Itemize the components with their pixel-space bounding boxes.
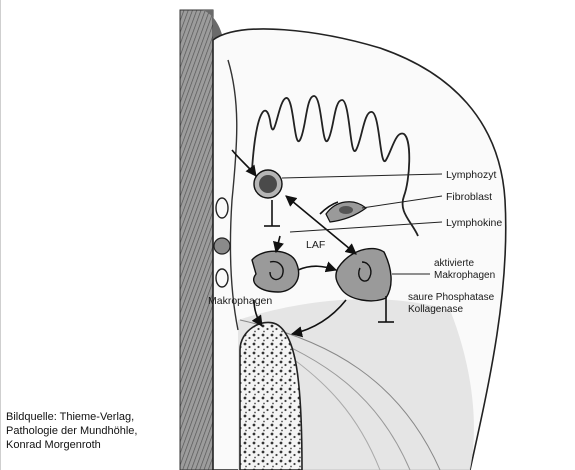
image-source-caption: Bildquelle: Thieme-Verlag, Pathologie de…	[6, 410, 186, 452]
caption-line-2: Pathologie der Mundhöhle,	[6, 424, 186, 438]
label-lymphozyt: Lymphozyt	[446, 169, 496, 181]
caption-line-1: Bildquelle: Thieme-Verlag,	[6, 410, 186, 424]
macrophage-cell	[252, 251, 299, 292]
label-laf: LAF	[306, 239, 325, 251]
label-makrophagen: Makrophagen	[208, 295, 272, 307]
label-fibroblast: Fibroblast	[446, 191, 492, 203]
label-lymphokine: Lymphokine	[446, 217, 502, 229]
caption-line-3: Konrad Morgenroth	[6, 438, 186, 452]
label-saure-phosphatase: saure Phosphatase	[408, 292, 495, 303]
label-aktivierte: aktivierte	[434, 258, 474, 269]
lymphocyte-cell	[254, 170, 282, 198]
label-aktivierte-makrophagen: Makrophagen	[434, 270, 495, 281]
label-kollagenase: Kollagenase	[408, 304, 463, 315]
